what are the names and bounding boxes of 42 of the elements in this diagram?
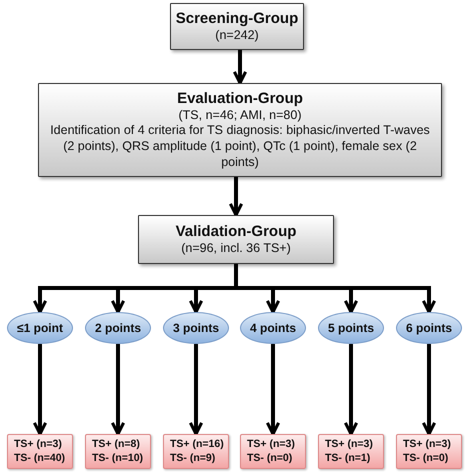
result-box bbox=[240, 434, 306, 469]
arrow bbox=[344, 344, 358, 436]
group-title: Screening-Group bbox=[176, 10, 298, 28]
arrow bbox=[32, 344, 48, 436]
group-title: Evaluation-Group bbox=[177, 90, 303, 108]
arrow bbox=[422, 344, 436, 436]
count-text: TS- (n=0) bbox=[403, 452, 448, 465]
count-text: TS+ (n=3) bbox=[247, 438, 295, 452]
points-label: 3 points bbox=[172, 320, 219, 336]
count-text: TS+ (n=16) bbox=[170, 438, 224, 452]
arrow bbox=[228, 177, 244, 217]
count-text: TS- (n=10) bbox=[92, 452, 144, 465]
group-box bbox=[170, 3, 304, 50]
count-text: TS- (n=9) bbox=[170, 452, 216, 465]
result-box bbox=[318, 434, 384, 469]
result-box bbox=[163, 434, 229, 469]
count-text: TS+ (n=3) bbox=[325, 438, 373, 452]
count-text: TS+ (n=3) bbox=[14, 438, 62, 452]
group-title: Validation-Group bbox=[176, 222, 296, 241]
group-description: Identification of 4 criteria for TS diagnosis: biphasic/inverted T-waves (2 points), QRS amplitude (1 point), QTc (1 point), female sex (2 points) bbox=[49, 123, 431, 170]
count-text: TS- (n=40) bbox=[14, 452, 66, 465]
points-label: 5 points bbox=[328, 320, 374, 336]
group-description: (TS, n=46; AMI, n=80) bbox=[178, 108, 302, 124]
count-text: TS- (n=1) bbox=[325, 452, 370, 465]
group-description: (n=96, incl. 36 TS+) bbox=[181, 240, 291, 256]
result-box bbox=[396, 434, 462, 469]
points-label: 6 points bbox=[406, 320, 452, 336]
arrow bbox=[232, 50, 248, 85]
count-text: TS+ (n=8) bbox=[92, 438, 140, 452]
result-box bbox=[7, 434, 73, 469]
group-box bbox=[38, 83, 442, 177]
count-text: TS- (n=0) bbox=[247, 452, 292, 465]
arrow bbox=[188, 344, 204, 436]
points-label: ≤1 point bbox=[17, 320, 63, 336]
count-text: TS+ (n=3) bbox=[403, 438, 451, 452]
group-box bbox=[138, 215, 334, 264]
points-label: 4 points bbox=[250, 320, 296, 336]
arrow bbox=[266, 344, 280, 436]
group-description: (n=242) bbox=[215, 28, 259, 44]
points-label: 2 points bbox=[94, 320, 141, 336]
result-box bbox=[85, 434, 151, 469]
arrow bbox=[110, 344, 126, 436]
